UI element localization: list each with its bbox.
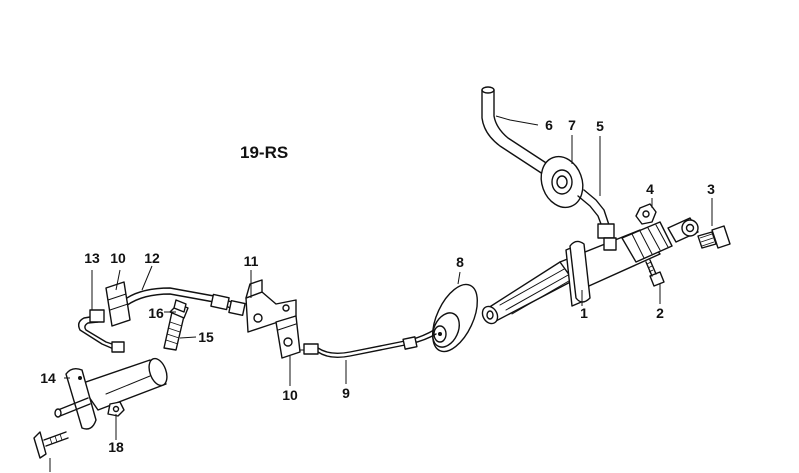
reservoir-grommet — [540, 155, 584, 209]
callout-8: 8 — [456, 254, 464, 270]
callout-2: 2 — [656, 305, 664, 321]
callout-7: 7 — [568, 117, 576, 133]
callout-4: 4 — [646, 181, 654, 197]
firewall-seal — [431, 283, 479, 353]
hydraulic-line-rear — [123, 287, 246, 317]
callout-9: 9 — [342, 385, 350, 401]
callout-13: 13 — [84, 250, 100, 266]
hydraulic-line-front — [295, 329, 437, 359]
retaining-clip-right — [275, 315, 301, 359]
callout-14: 14 — [40, 370, 56, 386]
callout-16: 16 — [148, 305, 164, 321]
callout-labels: 6 7 5 4 3 2 1 8 9 10 11 12 10 13 16 15 1… — [40, 117, 715, 455]
callout-18: 18 — [108, 439, 124, 455]
supply-hose — [481, 86, 561, 181]
callout-5: 5 — [596, 118, 604, 134]
mounting-bolt — [645, 259, 665, 287]
pivot-bolt — [697, 225, 731, 249]
bleeder-valve — [163, 299, 189, 351]
callout-1: 1 — [580, 305, 588, 321]
cylinder-bolt — [33, 431, 69, 459]
callout-3: 3 — [707, 181, 715, 197]
diagram-title: 19-RS — [240, 143, 288, 162]
master-cylinder — [481, 217, 699, 325]
slave-cylinder — [54, 357, 168, 430]
hex-nut — [635, 203, 657, 225]
leader-lines — [49, 115, 713, 472]
callout-10-left: 10 — [110, 250, 126, 266]
feed-pipe — [577, 189, 615, 239]
bleeder-nut — [107, 401, 125, 417]
rigid-pipe — [77, 309, 125, 353]
callout-6: 6 — [545, 117, 553, 133]
retaining-clip-left — [105, 281, 131, 327]
line-bracket — [245, 279, 297, 333]
callout-11: 11 — [244, 253, 259, 269]
callout-10-right: 10 — [282, 387, 298, 403]
callout-15: 15 — [198, 329, 214, 345]
callout-12: 12 — [144, 250, 160, 266]
